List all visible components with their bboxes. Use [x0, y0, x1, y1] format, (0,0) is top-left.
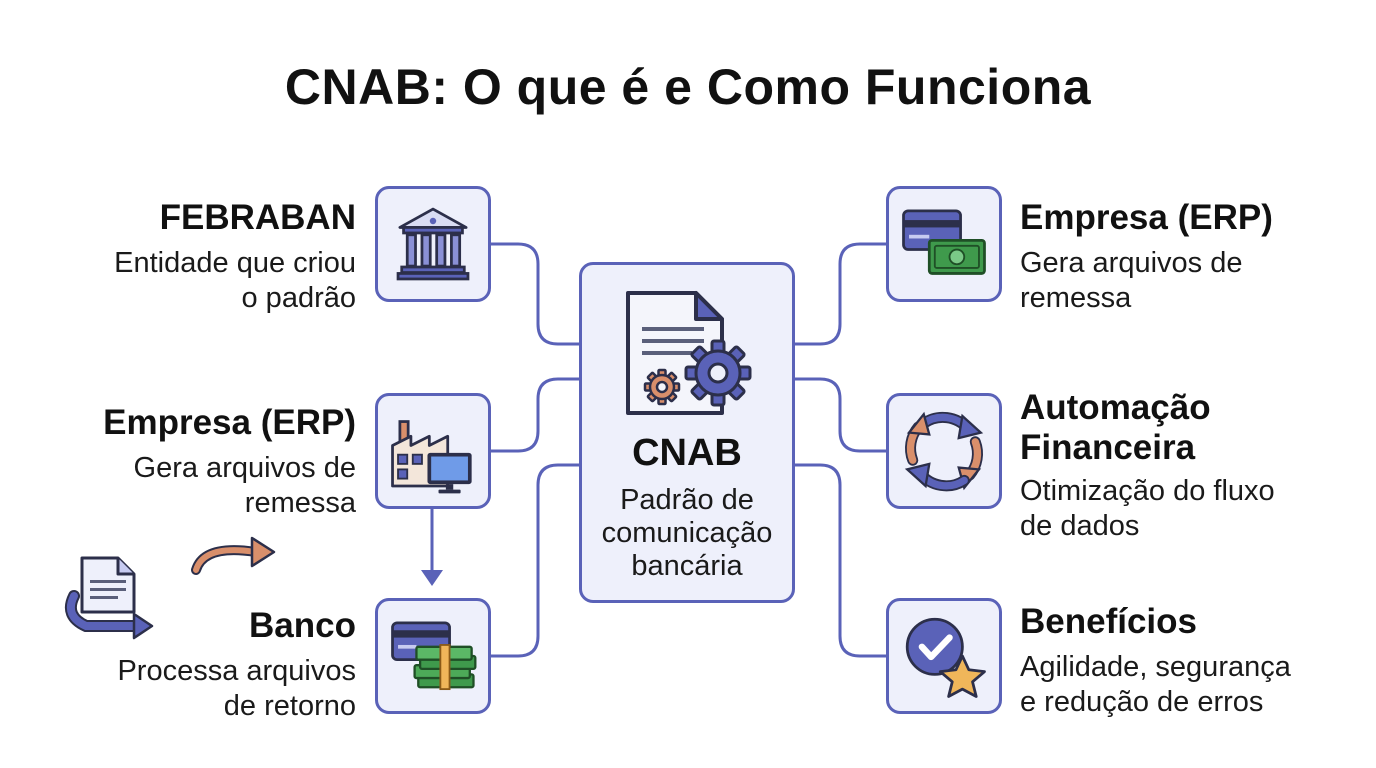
- connector-empresa-left: [489, 377, 583, 453]
- page-title: CNAB: O que é e Como Funciona: [284, 59, 1092, 115]
- banco-icon-box: [375, 598, 491, 714]
- empresa-left-description: Gera arquivos de remessa: [133, 452, 356, 519]
- cnab-description: Padrão de comunicação bancária: [601, 484, 773, 582]
- bank-building-icon: [396, 207, 470, 281]
- banco-title: Banco: [249, 606, 356, 645]
- connector-beneficios: [793, 463, 888, 658]
- check-star-icon: [905, 617, 986, 698]
- arrow-head-down: [421, 570, 443, 586]
- beneficios-icon-box: [886, 598, 1002, 714]
- beneficios-description: Agilidade, segurança e redução de erros: [1020, 651, 1291, 718]
- cnab-center-box: [579, 262, 795, 603]
- factory-computer-icon: [391, 420, 472, 494]
- card-cash-icon: [391, 621, 477, 691]
- card-banknote-icon: [902, 209, 986, 275]
- curved-arrow-icon: [191, 536, 276, 575]
- empresa-right-title: Empresa (ERP): [1020, 198, 1273, 237]
- banco-description: Processa arquivos de retorno: [117, 655, 356, 722]
- automacao-description: Otimização do fluxo de dados: [1020, 475, 1275, 542]
- file-transfer-decoration: [65, 536, 276, 640]
- connector-automacao: [793, 377, 888, 453]
- automacao-title: Automação Financeira: [1020, 388, 1211, 467]
- febraban-icon-box: [375, 186, 491, 302]
- beneficios-label: Benefícios Agilidade, segurança e reduçã…: [1020, 602, 1291, 720]
- connector-empresa-right: [793, 242, 888, 346]
- empresa-right-label: Empresa (ERP) Gera arquivos de remessa: [1020, 198, 1273, 316]
- cycle-arrows-icon: [904, 411, 984, 492]
- banco-label: Banco Processa arquivos de retorno: [117, 606, 356, 724]
- automacao-label: Automação Financeira Otimização do fluxo…: [1020, 388, 1275, 544]
- document-gear-icon: [626, 291, 752, 415]
- empresa-left-title: Empresa (ERP): [103, 403, 356, 442]
- beneficios-title: Benefícios: [1020, 602, 1197, 641]
- connector-febraban: [489, 242, 583, 346]
- connector-banco: [489, 463, 583, 658]
- empresa-left-label: Empresa (ERP) Gera arquivos de remessa: [103, 403, 356, 521]
- file-send-icon: [65, 556, 154, 640]
- empresa-left-icon-box: [375, 393, 491, 509]
- cnab-title: CNAB: [632, 432, 742, 474]
- febraban-label: FEBRABAN Entidade que criou o padrão: [114, 198, 356, 316]
- empresa-right-description: Gera arquivos de remessa: [1020, 247, 1243, 314]
- automacao-icon-box: [886, 393, 1002, 509]
- febraban-description: Entidade que criou o padrão: [114, 247, 356, 314]
- empresa-right-icon-box: [886, 186, 1002, 302]
- febraban-title: FEBRABAN: [159, 198, 356, 237]
